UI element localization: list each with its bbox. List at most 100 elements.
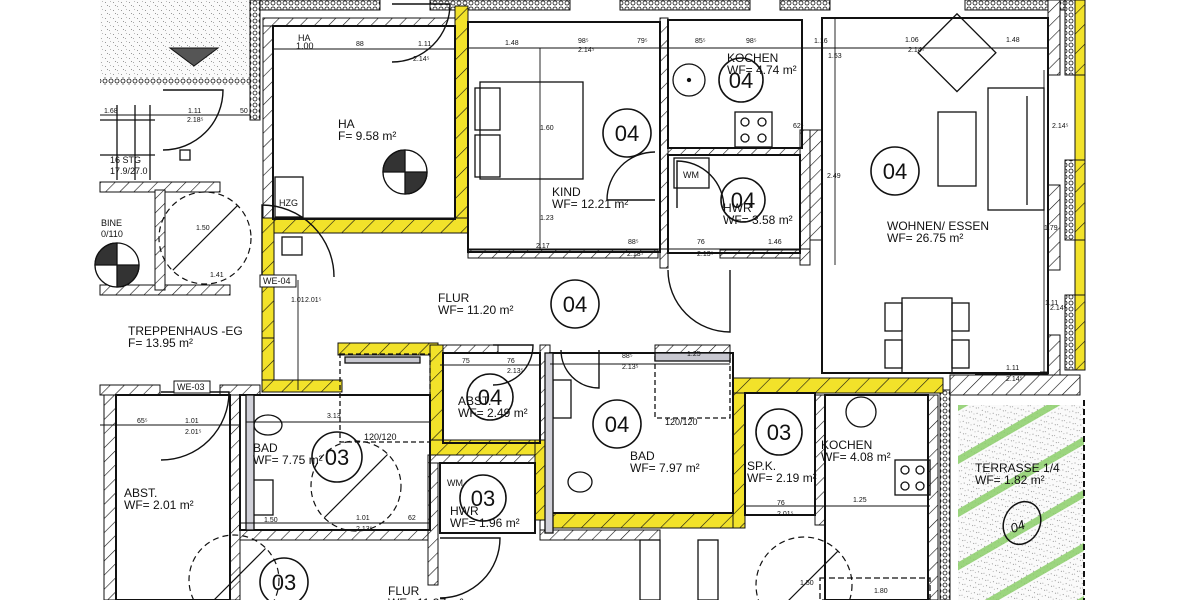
dimension-label: 2.14⁵ [413,56,430,63]
toilet-04 [567,471,593,493]
svg-text:04: 04 [1008,517,1027,536]
unit-marker: 04 [602,108,652,158]
coffee-table [937,111,977,187]
unit-marker-circle [459,474,507,522]
washbasin-04 [552,379,572,419]
turning-circle [188,534,280,600]
room-name: FLUR [388,584,420,598]
armchair [917,12,997,93]
room-area: WF= 12.21 m² [552,197,628,211]
door-swing [492,344,534,386]
dimension-label: 1.11 [1006,365,1019,372]
dimension-label: 2.01⁵ [185,429,202,436]
room-area: WF= 2.01 m² [124,498,194,512]
room-area: F= 9.58 m² [338,129,396,143]
fixture-label: 0/110 [101,229,123,239]
fixtures [94,12,1045,600]
room-abst-03: ABST.WF= 2.01 m² [124,486,194,512]
unit-number: 03 [471,486,495,511]
fixture-label: BINE [101,218,122,228]
dimension-label: 2.14⁵ [578,47,595,54]
sink [672,63,706,97]
dimension-label: 1.60 [540,125,554,132]
room-terrasse: TERRASSE 1/4WF= 1.82 m² [975,461,1060,487]
room-area: WF= 1.82 m² [975,473,1045,487]
dimension-label: 2.01⁵ [777,511,794,518]
unit-marker: 04 [466,373,514,421]
room-name: BAD [630,449,655,463]
unit-number: 04 [478,385,502,410]
dimension-label: 1.46 [768,239,782,246]
unit-marker-circle [720,177,766,223]
room-name: KOCHEN [727,51,778,65]
dining-table [901,297,953,374]
unit-marker: 04 [550,279,600,329]
unit-number: 04 [615,121,639,146]
toilet-03 [253,414,283,436]
dimension-label: 1.11 [1045,300,1058,307]
dimension-label: 1.11 [188,108,201,115]
landing-area [100,0,250,85]
dimension-label: 2.14⁵ [1052,123,1069,130]
dimension-label: 2.13⁵ [356,526,373,533]
room-area: F= 13.95 m² [128,336,193,350]
unit-number: 03 [272,570,296,595]
fixture-label: WM [683,170,699,180]
dimension-label: 75 [462,358,470,365]
unit-number: 03 [325,445,349,470]
unit-number: 03 [767,420,791,445]
room-ha: HAF= 9.58 m² [338,117,396,143]
dimension-label: 98⁵ [746,38,757,45]
unit-boundary-walls [261,5,944,529]
tag-label: WE-03 [177,382,205,392]
unit-marker-circle [870,146,920,196]
room-name: HA [338,117,355,131]
dimension-label: 76 [507,358,515,365]
dimension-label: 1.01 [291,297,305,304]
unit-marker-circle [550,279,600,329]
dimension-label: 2.13⁵ [622,364,639,371]
unit-marker-circle [592,399,642,449]
unit-marker-circle [466,373,514,421]
unit-number: 04 [605,412,629,437]
dimension-label: 88⁵ [628,239,639,246]
unit-number: 04 [883,159,907,184]
room-name: KIND [552,185,581,199]
turning-diameter [172,205,238,271]
dimension-label: 1.68 [104,108,118,115]
dimension-label: 1.41 [210,272,224,279]
door-swing [261,204,335,278]
dimension-label: 50 [240,108,248,115]
room-area: WF= 4.08 m² [821,450,891,464]
room-area: WF= 4.74 m² [727,63,797,77]
door-swing [391,3,451,63]
dimension-label: 2.17 [536,243,550,250]
shower-04 [654,352,731,419]
room-name: SP.K. [747,459,776,473]
unit-marker-circle [311,431,363,483]
room-name: ABST. [458,394,491,408]
unit-marker-circle [718,57,764,103]
stove [734,111,773,148]
dimension-label: 88 [356,41,364,48]
tag-label: WE-04 [263,276,291,286]
heating-unit [274,176,304,218]
room-name: HWR [723,201,752,215]
fixture-label: WM [447,478,463,488]
fixture-label: HA [298,33,311,43]
dimension-label: 1.11 [418,41,431,48]
turning-circle [755,536,853,600]
door-arcs [160,3,731,599]
unit-marker: 04 [720,177,766,223]
door-swing [160,391,230,461]
unit-marker: 03 [459,474,507,522]
terrace-area: 04 [958,400,1085,600]
